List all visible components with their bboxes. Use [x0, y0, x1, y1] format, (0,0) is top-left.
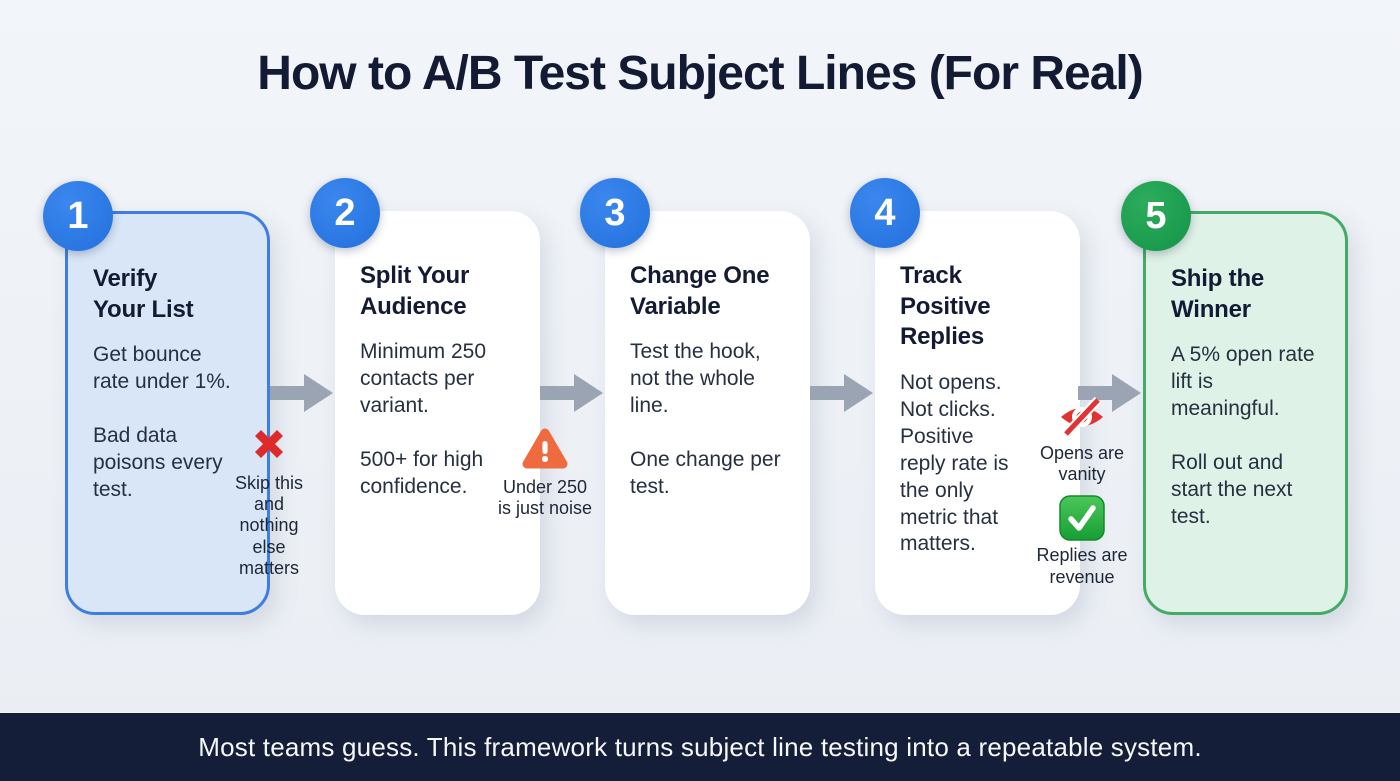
step-title: Verify Your List [93, 265, 194, 323]
step-title: Track Positive Replies [900, 262, 991, 351]
step-card-5: 5 Ship the Winner A 5% open rate lift is… [1121, 181, 1348, 615]
check-icon [1059, 495, 1105, 542]
arrow-right-icon [810, 374, 873, 412]
arrow-right-icon [270, 374, 333, 412]
arrow-right-icon [540, 374, 603, 412]
step-number-badge: 4 [850, 178, 920, 248]
callout-text: Replies are revenue [1036, 545, 1128, 587]
footer-text: Most teams guess. This framework turns s… [198, 731, 1202, 762]
step-text: One change per test. [630, 448, 781, 498]
step-number-badge: 2 [310, 178, 380, 248]
step-text: Bad data poisons every test. [93, 424, 223, 501]
step-card-2: 2 Split Your Audience Minimum 250 contac… [310, 178, 540, 615]
x-icon [255, 430, 283, 458]
callout-skip-warning: Skip this and nothing else matters [214, 422, 324, 579]
step-number-badge: 5 [1121, 181, 1191, 251]
step-text: Roll out and start the next test. [1171, 451, 1293, 528]
callout-text: Under 250 is just noise [497, 477, 593, 519]
step-text: Minimum 250 contacts per variant. [360, 340, 487, 418]
step-title: Change One Variable [630, 262, 770, 320]
callout-text: Skip this and nothing else matters [234, 473, 304, 578]
warning-icon [522, 428, 568, 469]
callout-metrics: Opens are vanity Replies are revenue [1018, 395, 1146, 588]
step-title: Ship the Winner [1171, 265, 1265, 323]
step-number-badge: 1 [43, 181, 113, 251]
eye-off-icon [1061, 396, 1103, 438]
step-text: 500+ for high confidence. [360, 448, 484, 498]
step-card-4: 4 Track Positive Replies Not opens. Not … [850, 178, 1080, 615]
footer-banner: Most teams guess. This framework turns s… [0, 713, 1400, 781]
step-text: Get bounce rate under 1%. [93, 343, 231, 394]
step-text: Not opens. Not clicks. Positive reply ra… [900, 371, 1009, 556]
step-card-1: 1 Verify Your List Get bounce rate under… [43, 181, 270, 615]
step-card-3: 3 Change One Variable Test the hook, not… [580, 178, 810, 615]
callout-text: Opens are vanity [1039, 443, 1125, 485]
step-title: Split Your Audience [360, 262, 470, 320]
callout-sample-size-warning: Under 250 is just noise [479, 427, 611, 519]
page-title: How to A/B Test Subject Lines (For Real) [257, 47, 1143, 100]
step-text: A 5% open rate lift is meaningful. [1171, 343, 1315, 421]
step-number-badge: 3 [580, 178, 650, 248]
step-text: Test the hook, not the whole line. [630, 340, 761, 418]
arrow-right-icon [1078, 374, 1141, 412]
